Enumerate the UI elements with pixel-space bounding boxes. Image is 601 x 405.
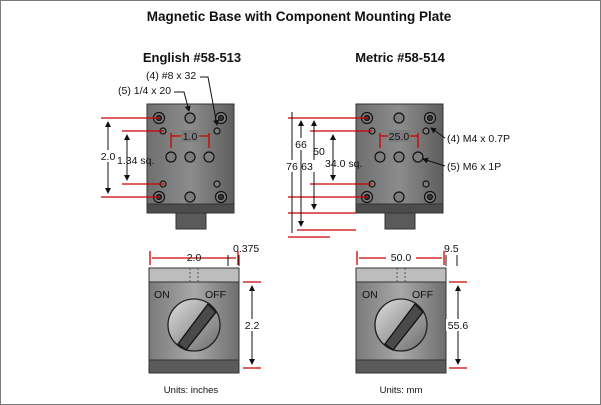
metric-knob-stub: [384, 212, 416, 230]
metric-heading: Metric #58-514: [355, 50, 445, 65]
english-switch-off: OFF: [205, 289, 226, 301]
metric-callout-m4: (4) M4 x 0.7P: [447, 133, 510, 145]
metric-dim-50-width: 50.0: [391, 252, 412, 264]
english-dim-2-0-height: 2.0: [101, 151, 116, 163]
english-holes: [152, 111, 228, 204]
metric-dim-50: 50: [313, 146, 325, 158]
metric-front-view: 50.0 9.5 ON OFF 55.6 Units: mm: [355, 243, 470, 396]
english-top-view: 1.0 2.0 1.34 sq. (4) #8 x 32 (5) 1/4 x 2…: [100, 70, 235, 230]
metric-dim-66: 66: [295, 139, 307, 151]
metric-switch-off: OFF: [412, 289, 433, 301]
diagram-title: Magnetic Base with Component Mounting Pl…: [147, 9, 452, 24]
english-dim-1-0: 1.0: [183, 131, 198, 143]
english-dim-1-34: 1.34 sq.: [117, 155, 154, 167]
english-dim-2-0-width: 2.0: [187, 252, 202, 264]
metric-callout-m6: (5) M6 x 1P: [447, 161, 501, 173]
metric-section: Metric #58-514 25.0: [285, 50, 510, 396]
english-front-view: 2.0 0.375 ON OFF 2.2 Units: inches: [148, 243, 261, 396]
metric-knob-lever[interactable]: [384, 303, 424, 351]
metric-dim-25: 25.0: [389, 131, 410, 143]
metric-switch-on: ON: [362, 289, 378, 301]
metric-dim-9-5: 9.5: [444, 243, 459, 255]
english-units: Units: inches: [164, 385, 219, 396]
metric-top-view: 25.0 76 66 63 50 34.0 sq. (4) M4 x 0.7P …: [285, 103, 510, 238]
english-heading: English #58-513: [143, 50, 241, 65]
english-knob-lever[interactable]: [177, 303, 217, 351]
metric-dim-76: 76: [286, 161, 298, 173]
english-knob-stub: [175, 212, 207, 230]
metric-dim-63: 63: [301, 161, 313, 173]
metric-dim-55-6: 55.6: [448, 320, 469, 332]
english-dim-2-2: 2.2: [245, 320, 260, 332]
metric-dim-34: 34.0 sq.: [325, 158, 362, 170]
english-callout-8x32: (4) #8 x 32: [146, 70, 196, 82]
english-dim-0-375: 0.375: [233, 243, 259, 255]
english-section: English #58-513 1.0: [100, 50, 261, 396]
metric-units: Units: mm: [380, 385, 423, 396]
english-switch-on: ON: [154, 289, 170, 301]
english-callout-quarter: (5) 1/4 x 20: [118, 85, 171, 97]
